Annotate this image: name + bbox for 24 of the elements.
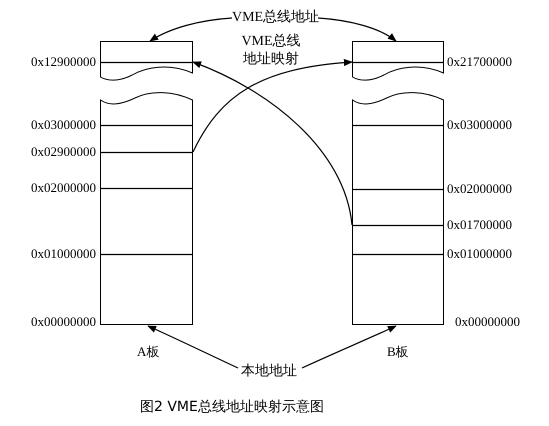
board-label: B板 [387,344,409,359]
address-label: 0x02900000 [31,144,96,159]
arrow [318,17,397,42]
address-label: 0x12900000 [31,54,96,69]
text-label: 本地地址 [236,363,302,381]
arrow [149,17,232,42]
address-label: 0x01000000 [31,246,96,261]
address-label: 0x00000000 [455,314,520,329]
address-label: 0x03000000 [447,117,512,132]
arrow [147,325,238,369]
mapping-label: VME总线地址映射 [240,33,302,69]
address-label: 0x02000000 [31,180,96,195]
address-label: 0x01700000 [447,217,512,232]
arrow [302,325,397,369]
address-label: 0x00000000 [31,314,96,329]
caption: 图2 VME总线地址映射示意图 [140,398,324,416]
address-label: 0x02000000 [447,181,512,196]
board-label: A板 [137,344,160,359]
text-label: VME总线地址 [232,9,318,27]
arrow [192,61,353,226]
address-label: 0x01000000 [447,246,512,261]
address-label: 0x03000000 [31,117,96,132]
address-label: 0x21700000 [447,54,512,69]
arrow [192,59,353,152]
